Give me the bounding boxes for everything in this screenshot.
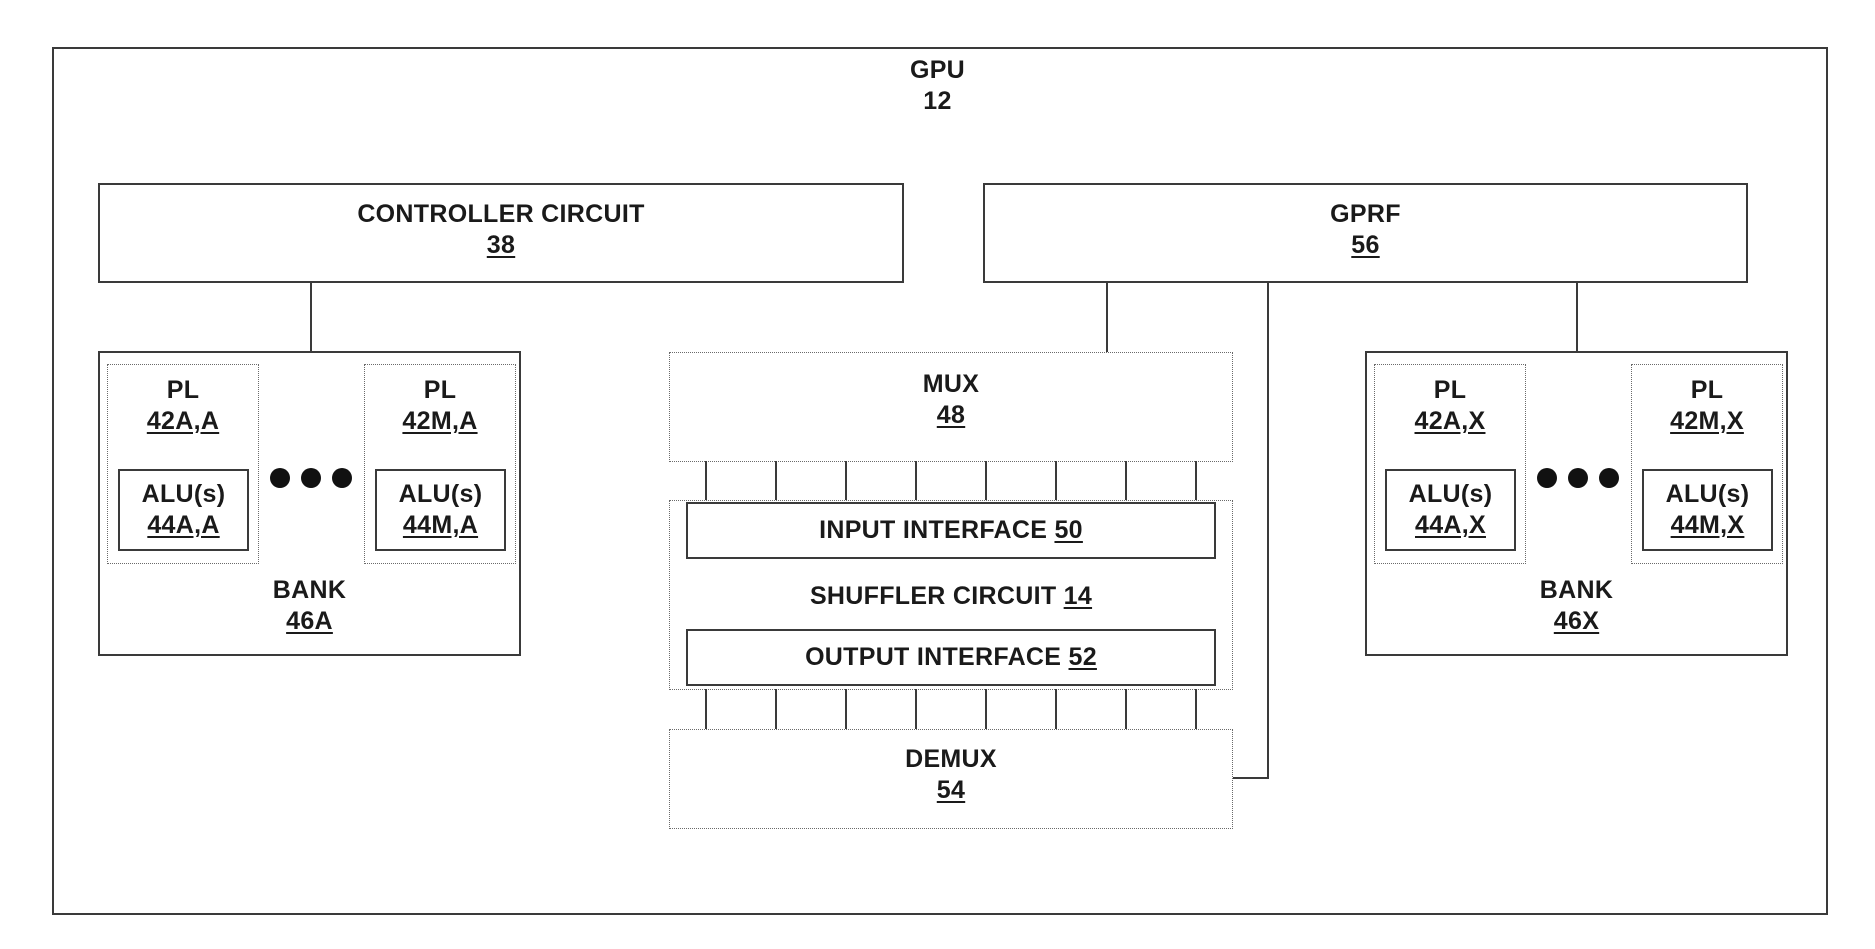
gprf-to-mux-line [1106,282,1108,352]
bus-line [705,689,707,730]
pl-last-a-label: PL 42M,A [365,375,515,437]
ellipsis-dot-icon [1599,468,1619,488]
controller-circuit-label: CONTROLLER CIRCUIT 38 [100,199,902,261]
alu-first-a-box: ALU(s) 44A,A [118,469,249,551]
bus-line [845,461,847,501]
gpu-ref: 12 [923,87,951,115]
alu-last-x-label: ALU(s) 44M,X [1644,479,1771,541]
controller-ref: 38 [487,231,515,259]
alu-last-x-name: ALU(s) [1666,480,1750,508]
input-interface-box: INPUT INTERFACE 50 [686,502,1216,559]
gprf-label: GPRF 56 [985,199,1746,261]
bus-line [1125,689,1127,730]
alu-first-x-ref: 44A,X [1415,511,1486,539]
output-interface-ref: 52 [1069,643,1097,671]
bus-line [985,689,987,730]
bus-line [985,461,987,501]
pl-first-x-name: PL [1434,376,1467,404]
ellipsis-dot-icon [301,468,321,488]
pl-first-x-box: PL 42A,X ALU(s) 44A,X [1374,364,1526,564]
alu-first-x-box: ALU(s) 44A,X [1385,469,1516,551]
pl-first-a-ref: 42A,A [147,407,219,435]
pl-last-x-box: PL 42M,X ALU(s) 44M,X [1631,364,1783,564]
pl-last-a-box: PL 42M,A ALU(s) 44M,A [364,364,516,564]
bus-line [1195,461,1197,501]
input-interface-label: INPUT INTERFACE 50 [688,515,1214,546]
output-interface-box: OUTPUT INTERFACE 52 [686,629,1216,686]
mux-box: MUX 48 [669,352,1233,462]
pl-last-a-name: PL [424,376,457,404]
bus-line [845,689,847,730]
demux-box: DEMUX 54 [669,729,1233,829]
bank-a-label: BANK 46A [100,575,519,637]
pl-last-a-ref: 42M,A [402,407,477,435]
shuffler-name: SHUFFLER CIRCUIT [810,582,1056,610]
alu-first-x-label: ALU(s) 44A,X [1387,479,1514,541]
alu-first-a-label: ALU(s) 44A,A [120,479,247,541]
shuffler-circuit-label: SHUFFLER CIRCUIT 14 [670,581,1232,612]
pl-first-x-ref: 42A,X [1415,407,1486,435]
gprf-name: GPRF [1330,200,1401,228]
gprf-to-bank-x-line [1576,282,1578,352]
bank-x-label: BANK 46X [1367,575,1786,637]
ellipsis-dot-icon [1568,468,1588,488]
bus-line [775,689,777,730]
bank-a-ref: 46A [286,607,333,635]
controller-circuit-box: CONTROLLER CIRCUIT 38 [98,183,904,283]
pl-last-x-ref: 42M,X [1670,407,1744,435]
shuffler-circuit-box: INPUT INTERFACE 50 SHUFFLER CIRCUIT 14 O… [669,500,1233,690]
input-interface-ref: 50 [1054,516,1082,544]
mux-ref: 48 [937,401,965,429]
bus-line [1055,689,1057,730]
bus-line [775,461,777,501]
pl-first-x-label: PL 42A,X [1375,375,1525,437]
shuffler-ref: 14 [1064,582,1092,610]
alu-first-a-ref: 44A,A [147,511,219,539]
pl-last-x-label: PL 42M,X [1632,375,1782,437]
alu-last-a-box: ALU(s) 44M,A [375,469,506,551]
demux-ref: 54 [937,776,965,804]
alu-last-x-box: ALU(s) 44M,X [1642,469,1773,551]
output-interface-label: OUTPUT INTERFACE 52 [688,642,1214,673]
bus-line [1055,461,1057,501]
controller-to-bank-a-line [310,282,312,352]
pl-first-a-box: PL 42A,A ALU(s) 44A,A [107,364,259,564]
bus-line [1195,689,1197,730]
bank-x-box: PL 42A,X ALU(s) 44A,X PL 42M,X ALU(s) 44… [1365,351,1788,656]
bus-line [915,461,917,501]
controller-name: CONTROLLER CIRCUIT [357,200,644,228]
ellipsis-dot-icon [332,468,352,488]
gpu-label: GPU 12 [0,55,1875,117]
ellipsis-dot-icon [1537,468,1557,488]
gprf-box: GPRF 56 [983,183,1748,283]
gprf-ref: 56 [1351,231,1379,259]
gpu-name: GPU [910,56,965,84]
alu-last-a-name: ALU(s) [399,480,483,508]
gprf-to-demux-vertical-line [1267,282,1269,779]
alu-first-x-name: ALU(s) [1409,480,1493,508]
demux-name: DEMUX [905,745,997,773]
bus-line [705,461,707,501]
output-interface-name: OUTPUT INTERFACE [805,643,1061,671]
bank-a-box: PL 42A,A ALU(s) 44A,A PL 42M,A ALU(s) 44… [98,351,521,656]
bank-a-name: BANK [273,576,346,604]
mux-label: MUX 48 [670,369,1232,431]
mux-name: MUX [923,370,979,398]
alu-last-a-label: ALU(s) 44M,A [377,479,504,541]
demux-label: DEMUX 54 [670,744,1232,806]
bus-line [915,689,917,730]
bank-x-ref: 46X [1554,607,1599,635]
bank-x-name: BANK [1540,576,1613,604]
alu-last-x-ref: 44M,X [1671,511,1745,539]
gprf-to-demux-horizontal-line [1232,777,1269,779]
input-interface-name: INPUT INTERFACE [819,516,1047,544]
pl-first-a-name: PL [167,376,200,404]
ellipsis-dot-icon [270,468,290,488]
alu-first-a-name: ALU(s) [142,480,226,508]
pl-last-x-name: PL [1691,376,1724,404]
alu-last-a-ref: 44M,A [403,511,478,539]
pl-first-a-label: PL 42A,A [108,375,258,437]
bus-line [1125,461,1127,501]
